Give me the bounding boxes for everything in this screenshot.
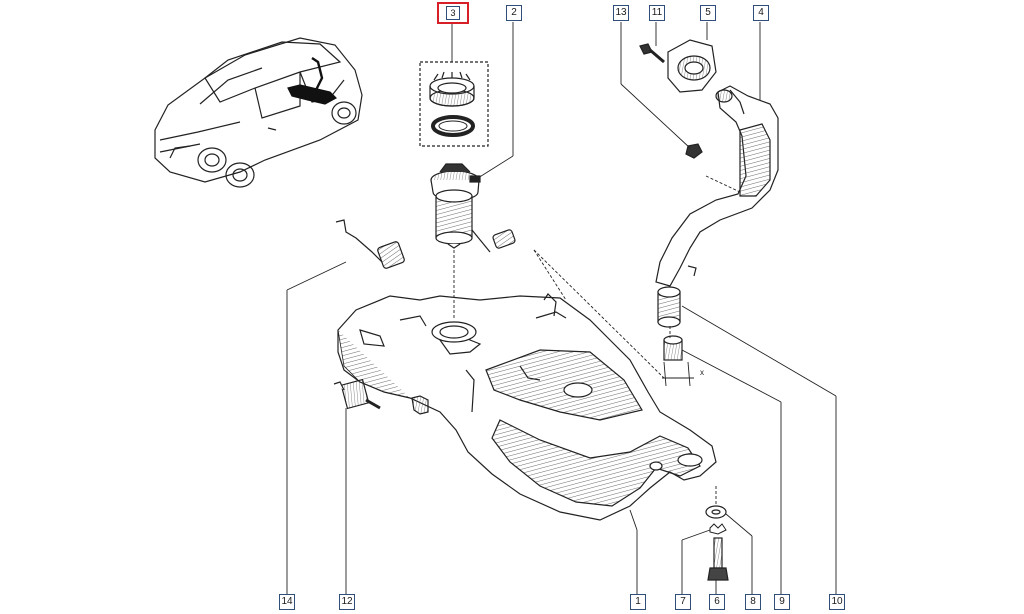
- car-location-illustration: [154, 37, 363, 188]
- callout-9[interactable]: 9: [774, 594, 790, 610]
- level-sensor-arm: [335, 219, 405, 269]
- callout-4[interactable]: 4: [753, 5, 769, 21]
- callout-7[interactable]: 7: [675, 594, 691, 610]
- callout-13[interactable]: 13: [613, 5, 629, 21]
- callout-5[interactable]: 5: [700, 5, 716, 21]
- leader-lines: [286, 22, 837, 594]
- fuel-filter: [333, 378, 429, 415]
- callout-14[interactable]: 14: [279, 594, 295, 610]
- callout-10[interactable]: 10: [829, 594, 845, 610]
- fuel-tank: [337, 293, 717, 521]
- callout-8[interactable]: 8: [745, 594, 761, 610]
- callout-11[interactable]: 11: [649, 5, 665, 21]
- callout-6[interactable]: 6: [709, 594, 725, 610]
- mounting-hardware: [705, 505, 729, 581]
- callout-1[interactable]: 1: [630, 594, 646, 610]
- callout-2[interactable]: 2: [506, 5, 522, 21]
- fuel-pump-sender-unit: [430, 163, 516, 253]
- callout-12[interactable]: 12: [339, 594, 355, 610]
- callout-3-highlighted[interactable]: 3: [437, 2, 469, 24]
- sender-ring-and-seal: [419, 61, 489, 147]
- callout-3-label: 3: [446, 6, 460, 20]
- dimension-x-label: x: [700, 368, 704, 377]
- filler-neck-assembly: [639, 39, 779, 361]
